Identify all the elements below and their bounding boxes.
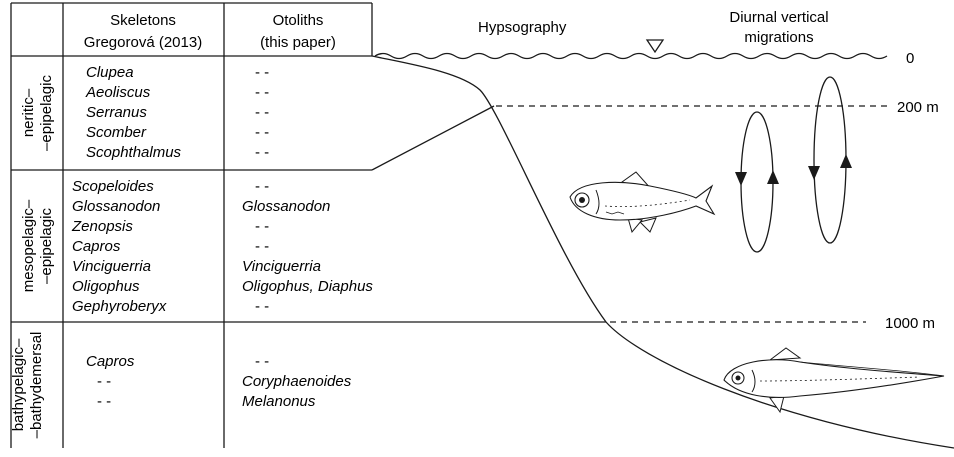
svg-text:mesopelagic–: mesopelagic– (20, 199, 37, 292)
svg-text:–bathydemersal: –bathydemersal (28, 332, 45, 439)
hypsography-profile (372, 56, 954, 448)
otoliths-source: (this paper) (260, 34, 336, 51)
skeleton-taxon: Clupea (86, 64, 134, 81)
skeleton-taxon: - - (97, 393, 111, 410)
mesopelagic-rows: Scopeloides - - Glossanodon Glossanodon … (71, 178, 373, 315)
zone-label-neritic: neritic– –epipelagic (20, 75, 55, 151)
svg-text:bathypelagic–: bathypelagic– (10, 338, 27, 431)
skeleton-taxon: Aeoliscus (85, 84, 151, 101)
skeleton-taxon: Capros (86, 353, 135, 370)
hypsography-label: Hypsography (478, 19, 567, 36)
skeleton-taxon: Scomber (86, 124, 147, 141)
bathypelagic-rows: Capros - - - - Coryphaenoides - - Melano… (86, 353, 352, 410)
otolith-taxon: Glossanodon (242, 198, 330, 215)
migration-label-line1: Diurnal vertical (729, 9, 828, 26)
grenadier-icon (724, 348, 944, 412)
otolith-taxon: - - (255, 84, 269, 101)
otolith-taxon: - - (255, 104, 269, 121)
otolith-taxon: - - (255, 218, 269, 235)
skeleton-taxon: Capros (72, 238, 121, 255)
otolith-taxon: - - (255, 238, 269, 255)
depth-label-1000m: 1000 m (885, 315, 935, 332)
migration-loop-long (808, 77, 852, 243)
skeletons-header: Skeletons (110, 12, 176, 29)
svg-text:–epipelagic: –epipelagic (38, 75, 55, 151)
skeleton-taxon: Vinciguerria (72, 258, 151, 275)
otolith-taxon: Vinciguerria (242, 258, 321, 275)
otolith-taxon: Coryphaenoides (242, 373, 352, 390)
sea-surface-wave (375, 54, 887, 59)
otoliths-header: Otoliths (273, 12, 324, 29)
otolith-taxon: - - (255, 144, 269, 161)
skeleton-taxon: Serranus (86, 104, 147, 121)
depth-label-surface: 0 (906, 50, 914, 67)
svg-text:neritic–: neritic– (20, 88, 37, 137)
zone-label-bathypelagic: bathypelagic– –bathydemersal (10, 332, 45, 439)
skeleton-taxon: Gephyroberyx (72, 298, 167, 315)
otolith-taxon: Melanonus (242, 393, 316, 410)
otolith-taxon: - - (255, 64, 269, 81)
inverted-triangle-icon (647, 40, 663, 52)
lanternfish-icon (570, 172, 714, 232)
skeleton-taxon: Glossanodon (72, 198, 160, 215)
otolith-taxon: - - (255, 353, 269, 370)
otolith-taxon: - - (255, 178, 269, 195)
skeleton-taxon: Scophthalmus (86, 144, 182, 161)
skeleton-taxon: Oligophus (72, 278, 140, 295)
otolith-taxon: Oligophus, Diaphus (242, 278, 373, 295)
otolith-taxon: - - (255, 124, 269, 141)
skeleton-taxon: Scopeloides (72, 178, 154, 195)
skeleton-taxon: Zenopsis (71, 218, 133, 235)
migration-label-line2: migrations (744, 29, 813, 46)
depth-label-200m: 200 m (897, 99, 939, 116)
svg-text:–epipelagic: –epipelagic (38, 208, 55, 284)
otolith-taxon: - - (255, 298, 269, 315)
skeleton-taxon: - - (97, 373, 111, 390)
migration-loop-short (735, 112, 779, 252)
skeletons-source: Gregorová (2013) (84, 34, 202, 51)
zone-label-mesopelagic: mesopelagic– –epipelagic (20, 199, 55, 292)
shelf-edge-connector (372, 106, 494, 170)
neritic-rows: Clupea - - Aeoliscus - - Serranus - - Sc… (85, 64, 269, 161)
